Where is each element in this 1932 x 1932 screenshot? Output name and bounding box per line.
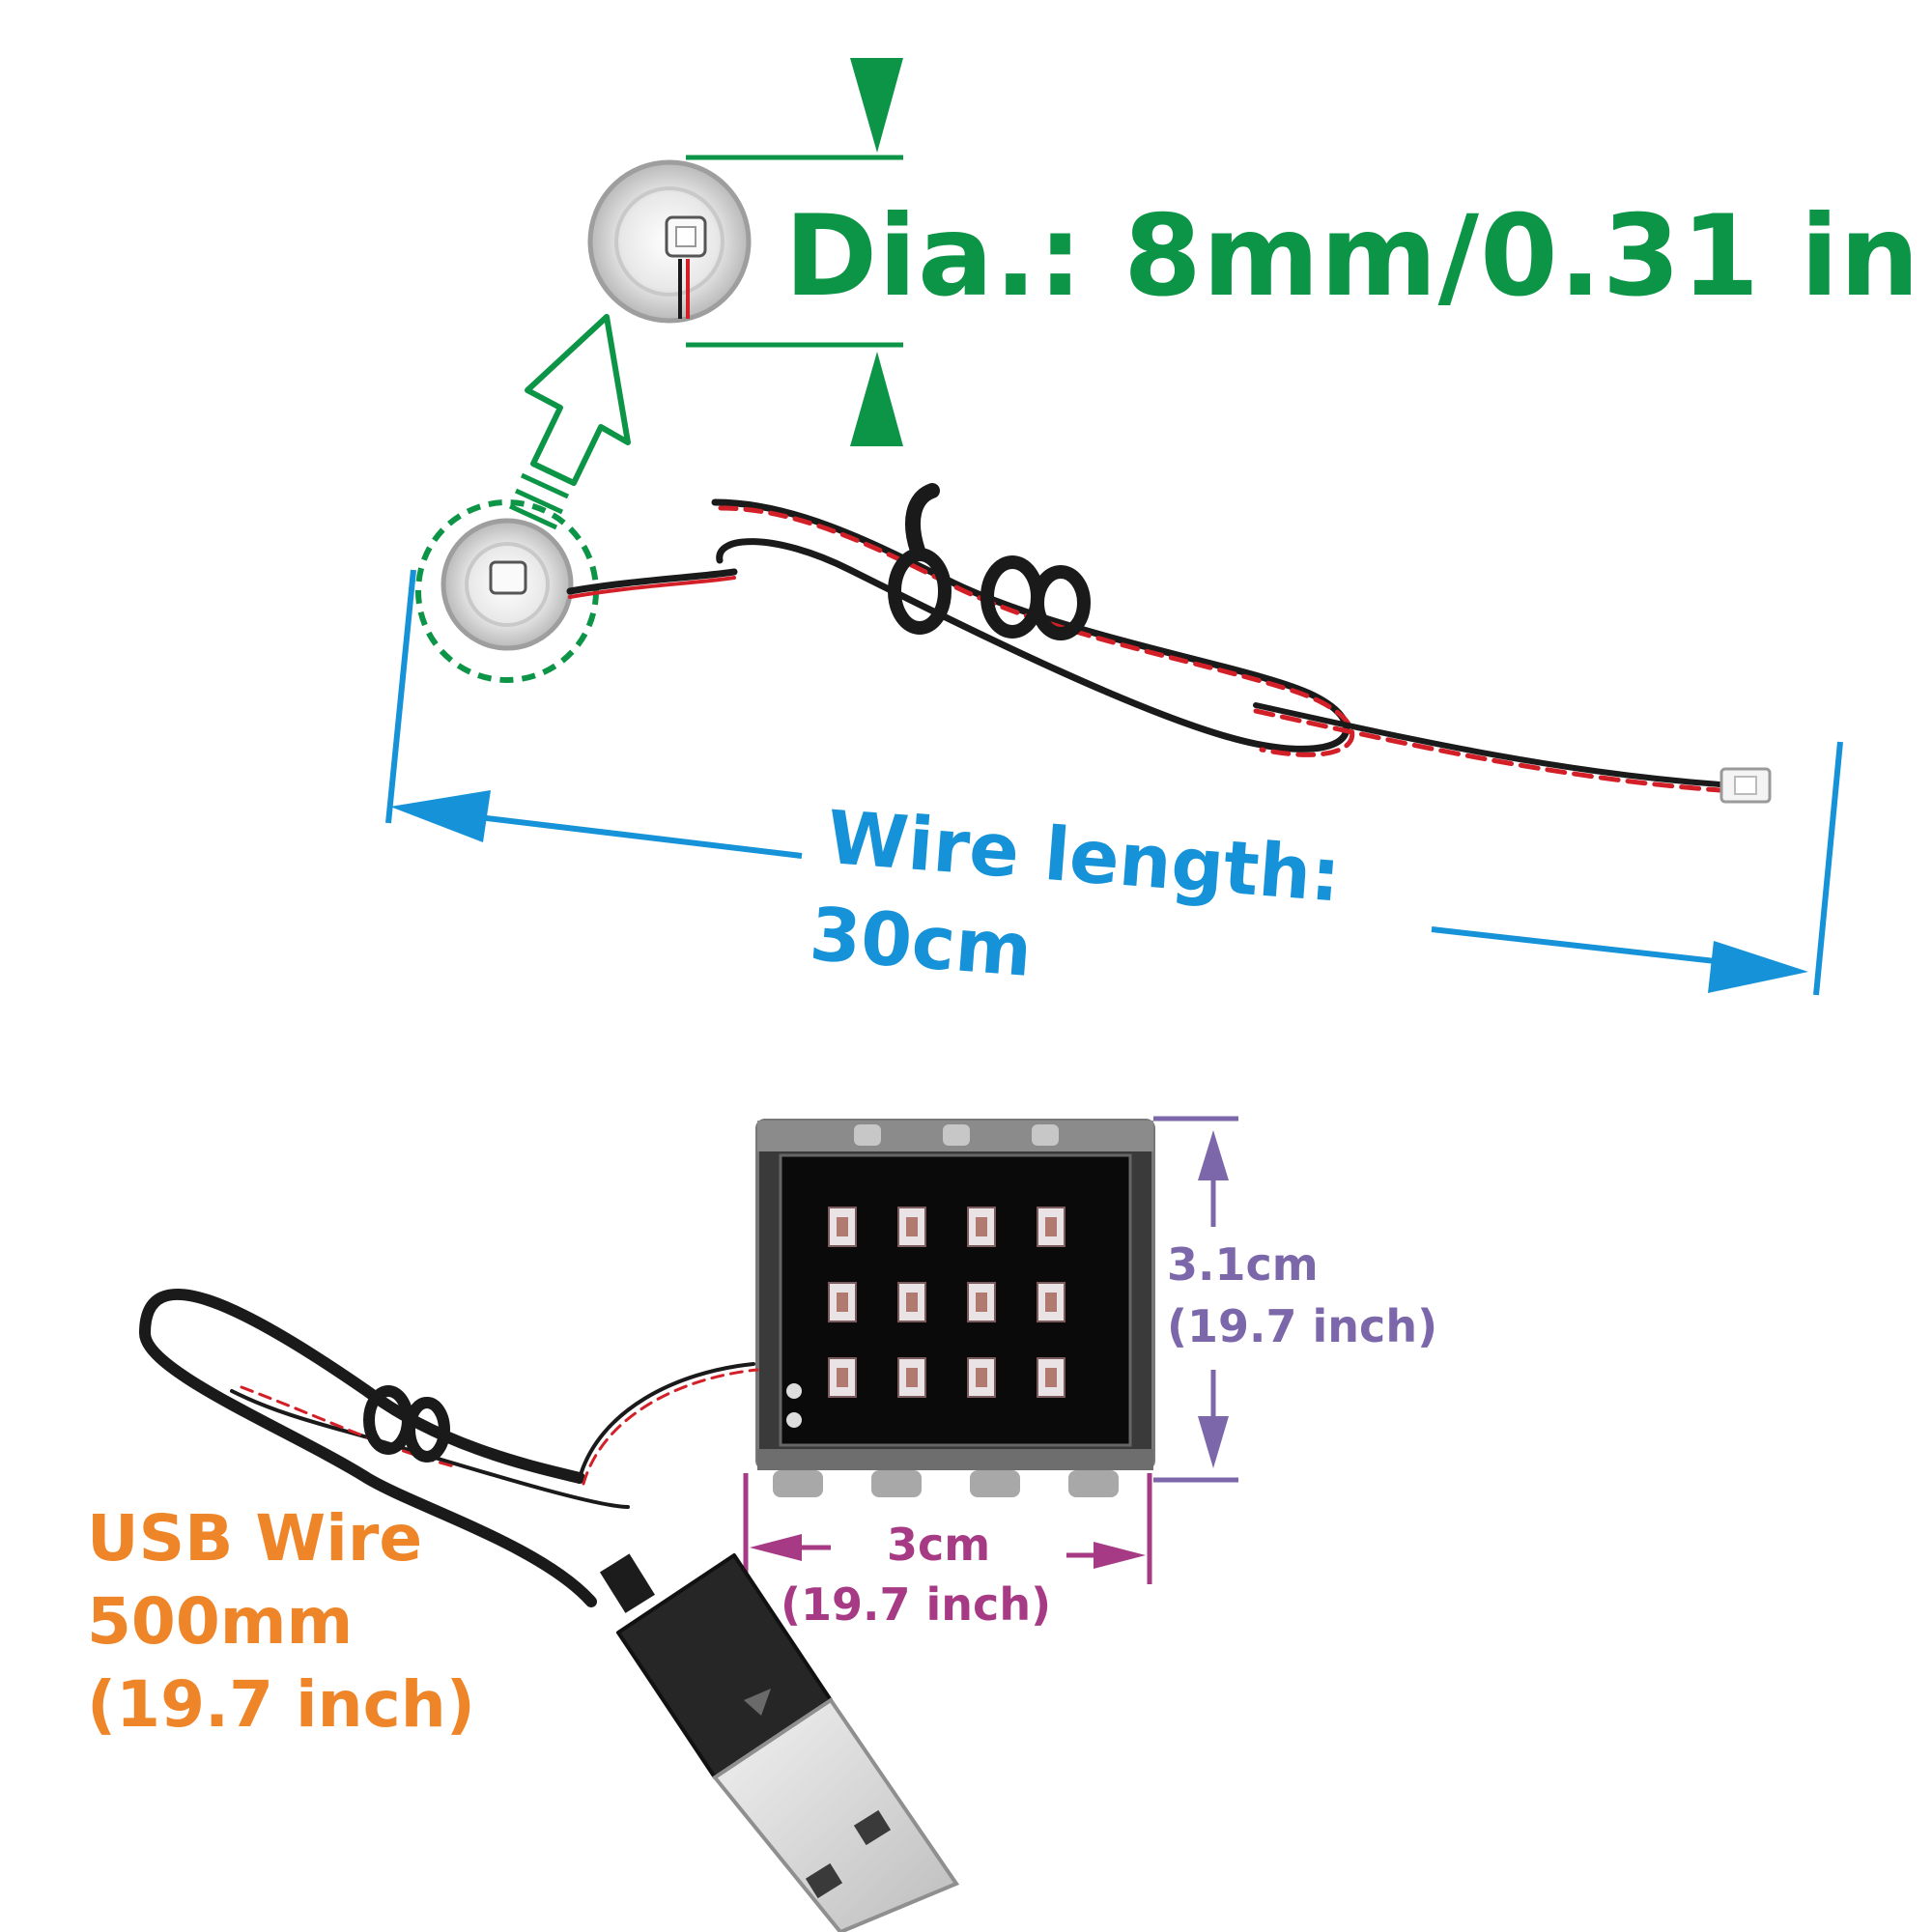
led-board [755,1119,1155,1497]
wire-length-value: 30cm [807,891,1036,993]
led-chip [828,1357,857,1398]
led-chip-core [976,1368,987,1387]
board-height-inch-label: (19.7 inch) [1167,1300,1438,1352]
usb-wire-length-label: 500mm [87,1584,354,1659]
led-chip [967,1207,996,1247]
led-chip-core [906,1368,918,1387]
wire-length-dimension [385,569,1843,996]
board-width-dimension [743,1473,1152,1584]
led-chip [967,1357,996,1398]
led-enlarged [587,159,752,324]
usb-wire-label: USB Wire [87,1501,423,1576]
board-height-label: 3.1cm [1167,1238,1319,1291]
board-width-label: 3cm [887,1519,991,1571]
zoom-arrow [508,314,631,530]
led-chip-core [1045,1217,1057,1236]
led-chip-core [1045,1293,1057,1312]
diameter-label: Dia.: 8mm/0.31 in [784,191,1920,322]
led-chip-grid [828,1207,1065,1398]
usb-cable [138,1289,759,1607]
led-chip-core [906,1293,918,1312]
led-chip-core [906,1217,918,1236]
led-chip-core [837,1217,848,1236]
led-chip-core [976,1217,987,1236]
led-chip-core [1045,1368,1057,1387]
led-wire [566,483,1722,793]
wire-connector [1719,767,1772,804]
usb-plug [599,1553,960,1932]
usb-wire-inch-label: (19.7 inch) [87,1667,475,1742]
led-chip-core [837,1293,848,1312]
led-chip-core [976,1293,987,1312]
diameter-dimension-markers [686,58,903,446]
led-chip-core [837,1368,848,1387]
board-height-dimension [1153,1116,1238,1483]
board-width-inch-label: (19.7 inch) [781,1578,1052,1631]
